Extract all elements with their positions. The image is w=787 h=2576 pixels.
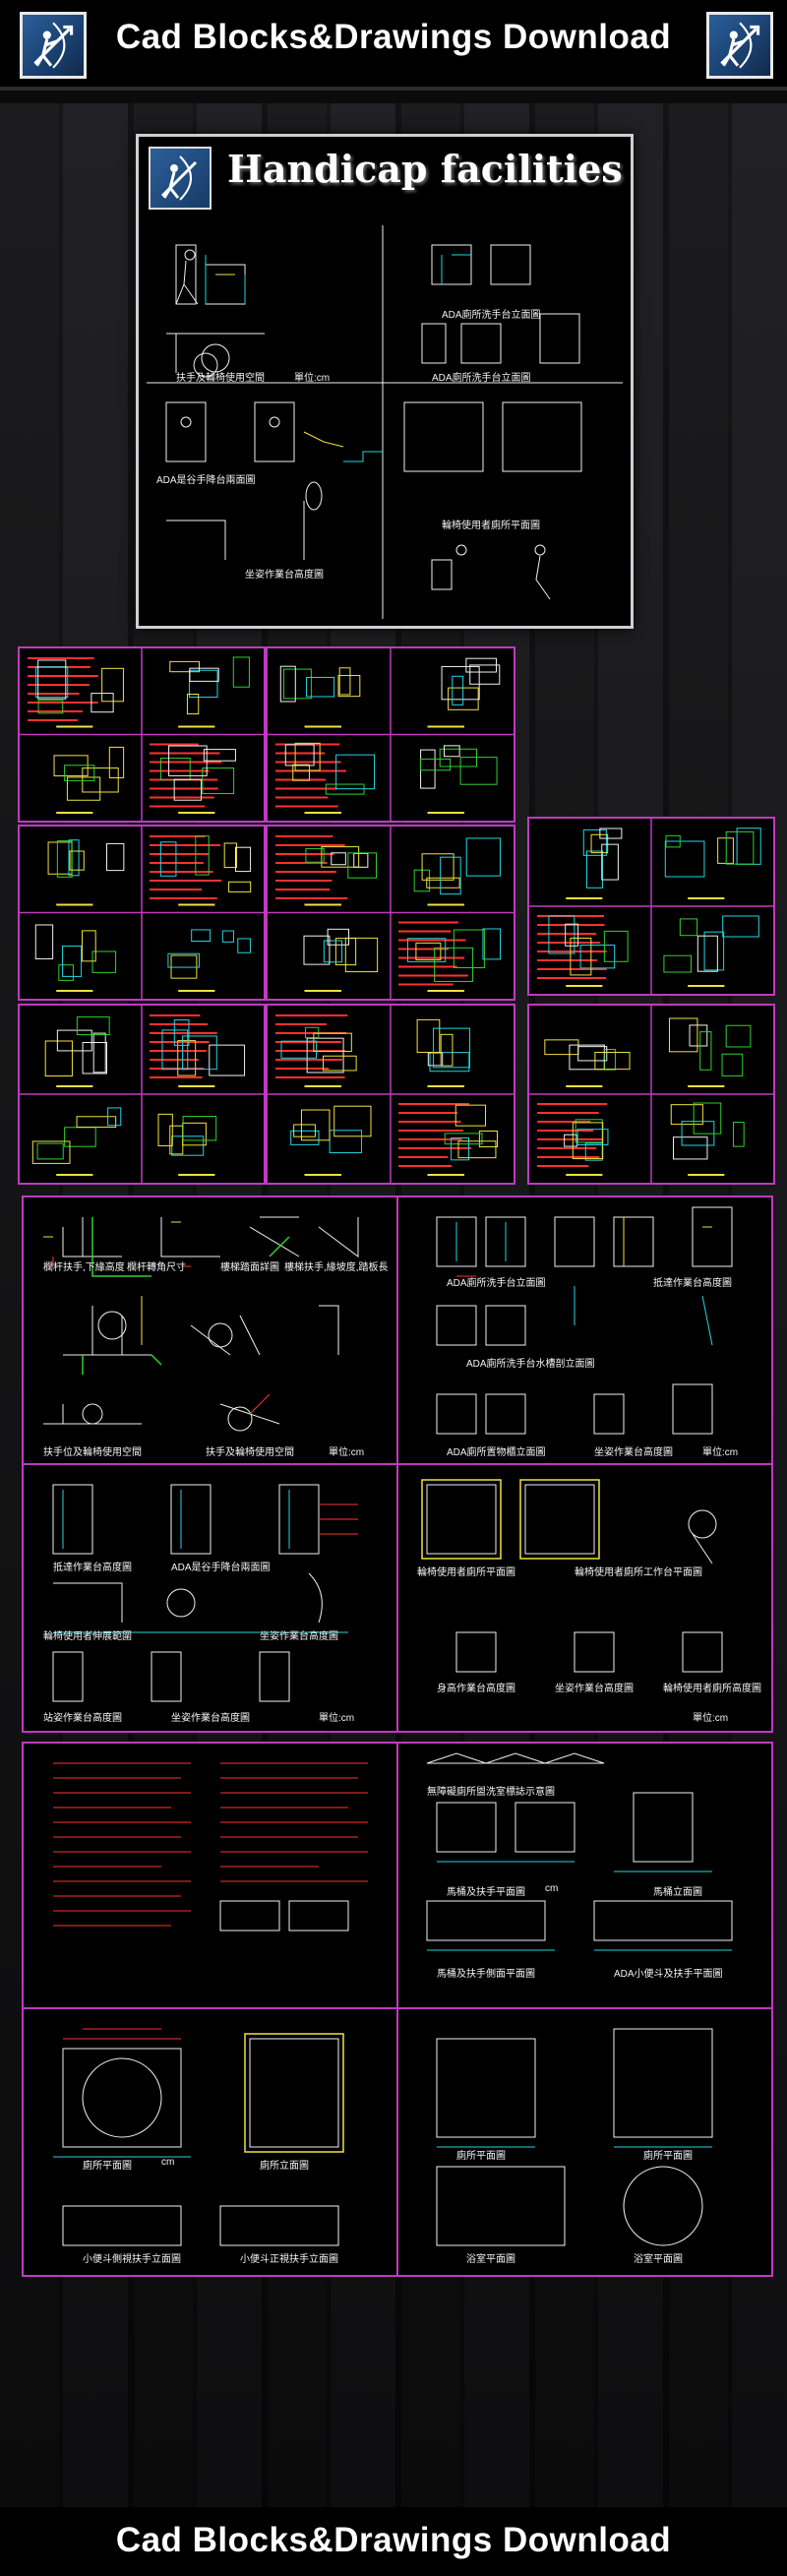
unit-label: 單位:cm [329,1447,365,1458]
unit-label: cm [161,2157,175,2168]
sheet-caption: 抵達作業台高度圖 [53,1563,132,1573]
hero-caption: ADA是谷手降台兩面圖 [156,475,256,486]
sheet-caption: 站姿作業台高度圖 [43,1713,122,1724]
header-banner: Cad Blocks&Drawings Download [0,0,787,91]
cad-linework [20,1006,264,1183]
sheet-caption: 坐姿作業台高度圖 [260,1631,338,1642]
detail-sheet-3: 無障礙廁所盥洗室標誌示意圖 馬桶及扶手平面圖 cm 馬桶立面圖 馬桶及扶手側面平… [22,1742,773,2011]
hero-caption: 坐姿作業台高度圖 [245,570,324,581]
cad-linework [52,1465,723,1731]
sheet-caption: 廁所平面圖 [83,2161,132,2172]
sheet-caption: 浴室平面圖 [634,2254,683,2265]
sheet-caption: 扶手及輪椅使用空間 [206,1447,294,1458]
unit-label: cm [545,1883,559,1894]
sheet-caption: ADA廁所置物櫃立面圖 [447,1447,546,1458]
sheet-caption: 欄杆扶手,下緣高度 [43,1262,125,1273]
sheet-caption: 小便斗側視扶手立面圖 [83,2254,181,2265]
archer-logo-icon [706,12,773,79]
thumbnail-sheet [527,1004,775,1185]
cad-linework [20,648,264,821]
cad-linework [268,1006,514,1183]
archer-logo-icon [149,147,212,210]
thumbnail-sheet [527,817,775,996]
sheet-caption: 廁所平面圖 [643,2151,693,2162]
sheet-caption: ADA廁所洗手台立面圖 [447,1278,546,1289]
sheet-caption: ADA是谷手降台兩面圖 [171,1563,271,1573]
detail-sheet-1: 欄杆扶手,下緣高度 欄杆轉角尺寸 樓梯踏面詳圖 樓梯扶手,緣坡度,踏板長 ADA… [22,1196,773,1467]
sheet-caption: 馬桶及扶手平面圖 [447,1887,525,1898]
archer-logo-icon [20,12,87,79]
thumbnail-sheet [18,1004,266,1185]
sheet-caption: 廁所平面圖 [456,2151,506,2162]
unit-label: 單位:cm [693,1713,729,1724]
cad-linework [147,225,623,619]
sheet-caption: 無障礙廁所盥洗室標誌示意圖 [427,1787,555,1798]
header-title: Cad Blocks&Drawings Download [115,18,672,56]
sheet-caption: 欄杆轉角尺寸 [127,1262,186,1273]
sheet-caption: ADA廁所洗手台水槽剖立面圖 [466,1359,595,1370]
unit-label: 單位:cm [319,1713,355,1724]
cad-linework [20,827,264,999]
unit-label: 單位:cm [702,1447,739,1458]
cad-linework [268,648,514,821]
thumbnail-sheet [18,646,266,823]
sheet-caption: 輪椅使用者廁所平面圖 [417,1567,515,1578]
sheet-caption: 樓梯扶手,緣坡度,踏板長 [284,1262,389,1273]
sheet-caption: 輪椅使用者伸展範圍 [43,1631,132,1642]
hero-drawing-sheet: ADA廁所洗手台立面圖 扶手及輪椅使用空間 單位:cm ADA廁所洗手台立面圖 … [147,225,623,619]
sheet-caption: 輪椅使用者廁所高度圖 [663,1684,761,1694]
thumbnail-sheet [266,646,515,823]
sheet-caption: 坐姿作業台高度圖 [555,1684,634,1694]
sheet-caption: 廁所立面圖 [260,2161,309,2172]
cad-linework [43,1197,733,1465]
thumbnail-sheet [266,825,515,1001]
cad-linework [529,819,773,994]
cad-linework [268,827,514,999]
detail-sheet-4: 廁所平面圖 cm 廁所立面圖 小便斗側視扶手立面圖 小便斗正視扶手立面圖 廁所平… [22,2007,773,2277]
hero-caption: 扶手及輪椅使用空間 [176,373,265,384]
cad-linework [53,2009,713,2275]
hero-caption: ADA廁所洗手台立面圖 [442,310,541,321]
sheet-caption: 樓梯踏面詳圖 [220,1262,279,1273]
hero-caption: ADA廁所洗手台立面圖 [432,373,531,384]
sheet-caption: ADA小便斗及扶手平面圖 [614,1969,723,1980]
hero-preview: Handicap facilities [136,134,634,629]
hero-title: Handicap facilities [227,147,623,191]
sheet-caption: 抵達作業台高度圖 [653,1278,732,1289]
sheet-caption: 馬桶立面圖 [653,1887,702,1898]
sheet-caption: 輪椅使用者廁所工作台平面圖 [575,1567,702,1578]
sheet-caption: 身高作業台高度圖 [437,1684,515,1694]
detail-sheet-2: 抵達作業台高度圖 ADA是谷手降台兩面圖 輪椅使用者伸展範圍 坐姿作業台高度圖 … [22,1463,773,1733]
sheet-caption: 浴室平面圖 [466,2254,515,2265]
sheet-caption: 馬桶及扶手側面平面圖 [437,1969,535,1980]
sheet-caption: 坐姿作業台高度圖 [594,1447,673,1458]
sheet-caption: 坐姿作業台高度圖 [171,1713,250,1724]
thumbnail-sheet [18,825,266,1001]
thumbnail-sheet [266,1004,515,1185]
footer-title: Cad Blocks&Drawings Download [115,2521,672,2559]
sheet-caption: 小便斗正視扶手立面圖 [240,2254,338,2265]
footer-banner: Cad Blocks&Drawings Download [0,2507,787,2576]
cad-linework [529,1006,773,1183]
hero-caption: 輪椅使用者廁所平面圖 [442,521,540,531]
cad-linework [53,1744,733,2009]
sheet-caption: 扶手位及輪椅使用空間 [43,1447,142,1458]
hero-caption: 單位:cm [294,373,331,384]
